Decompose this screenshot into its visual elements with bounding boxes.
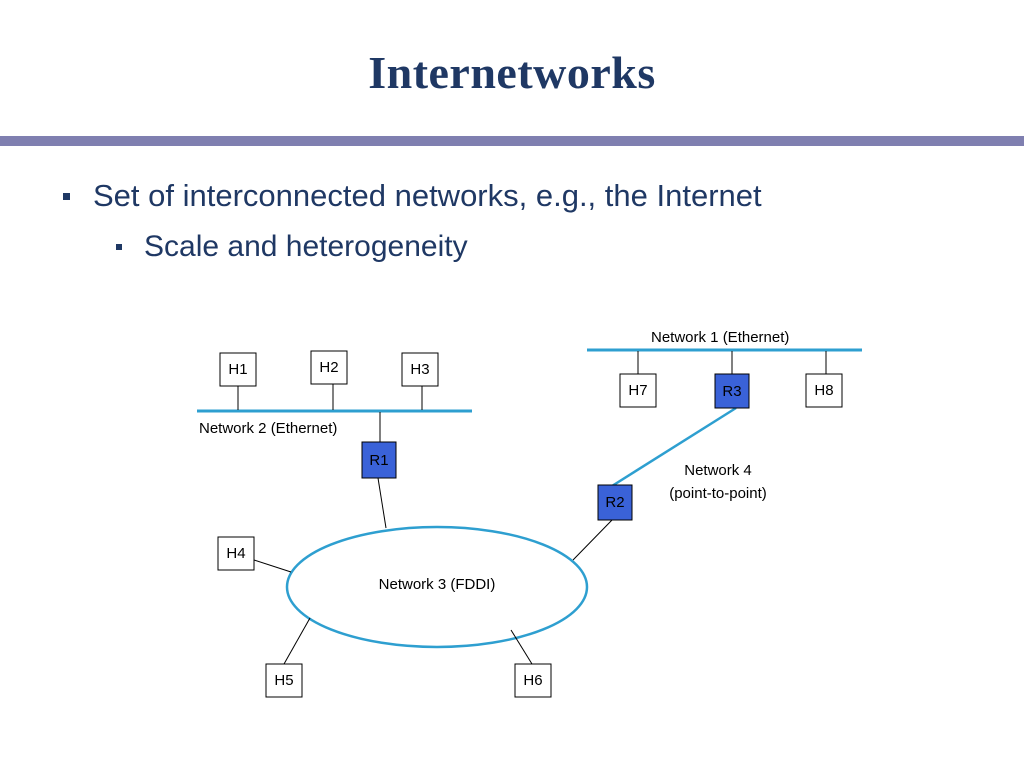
svg-text:H5: H5 bbox=[274, 672, 293, 689]
bullet-item-2: Scale and heterogeneity bbox=[116, 230, 468, 264]
bullet-item-1: Set of interconnected networks, e.g., th… bbox=[63, 178, 762, 214]
host-h2: H2 bbox=[310, 350, 348, 385]
svg-text:R2: R2 bbox=[605, 494, 624, 511]
network-4-label-line-2: (point-to-point) bbox=[669, 485, 767, 502]
svg-text:H8: H8 bbox=[814, 382, 833, 399]
host-h1: H1 bbox=[219, 352, 257, 387]
network-4-label-line-1: Network 4 bbox=[684, 462, 752, 479]
host-h8: H8 bbox=[805, 373, 843, 408]
square-bullet-icon bbox=[63, 192, 70, 200]
bullet-text-1: Set of interconnected networks, e.g., th… bbox=[93, 178, 762, 213]
host-h7: H7 bbox=[619, 373, 657, 408]
svg-text:H4: H4 bbox=[226, 545, 245, 562]
slide-title: Internetworks bbox=[368, 47, 656, 98]
h6-link bbox=[510, 629, 533, 665]
r2-net3-link bbox=[572, 518, 614, 561]
bullet-text-2: Scale and heterogeneity bbox=[144, 230, 468, 263]
network-1-label: Network 1 (Ethernet) bbox=[651, 329, 789, 346]
network-3-fddi-ring bbox=[285, 525, 589, 649]
svg-text:H6: H6 bbox=[523, 672, 542, 689]
svg-text:H3: H3 bbox=[410, 361, 429, 378]
router-r3: R3 bbox=[714, 373, 750, 409]
host-h4: H4 bbox=[217, 536, 255, 571]
square-bullet-icon bbox=[116, 244, 122, 250]
network-3-label: Network 3 (FDDI) bbox=[379, 576, 496, 593]
svg-text:R1: R1 bbox=[369, 452, 388, 469]
network-2-label: Network 2 (Ethernet) bbox=[199, 420, 337, 437]
svg-text:R3: R3 bbox=[722, 383, 741, 400]
host-h5: H5 bbox=[265, 663, 303, 698]
router-r2: R2 bbox=[597, 484, 633, 521]
svg-text:H2: H2 bbox=[319, 359, 338, 376]
network-4-point-to-point-link bbox=[611, 406, 737, 488]
r1-net3-link bbox=[377, 477, 387, 529]
svg-text:H1: H1 bbox=[228, 361, 247, 378]
h5-link bbox=[283, 617, 311, 665]
host-h3: H3 bbox=[401, 352, 439, 387]
title-divider bbox=[0, 136, 1024, 146]
h4-link bbox=[253, 559, 292, 573]
router-r1: R1 bbox=[361, 441, 397, 479]
host-h6: H6 bbox=[514, 663, 552, 698]
svg-text:H7: H7 bbox=[628, 382, 647, 399]
